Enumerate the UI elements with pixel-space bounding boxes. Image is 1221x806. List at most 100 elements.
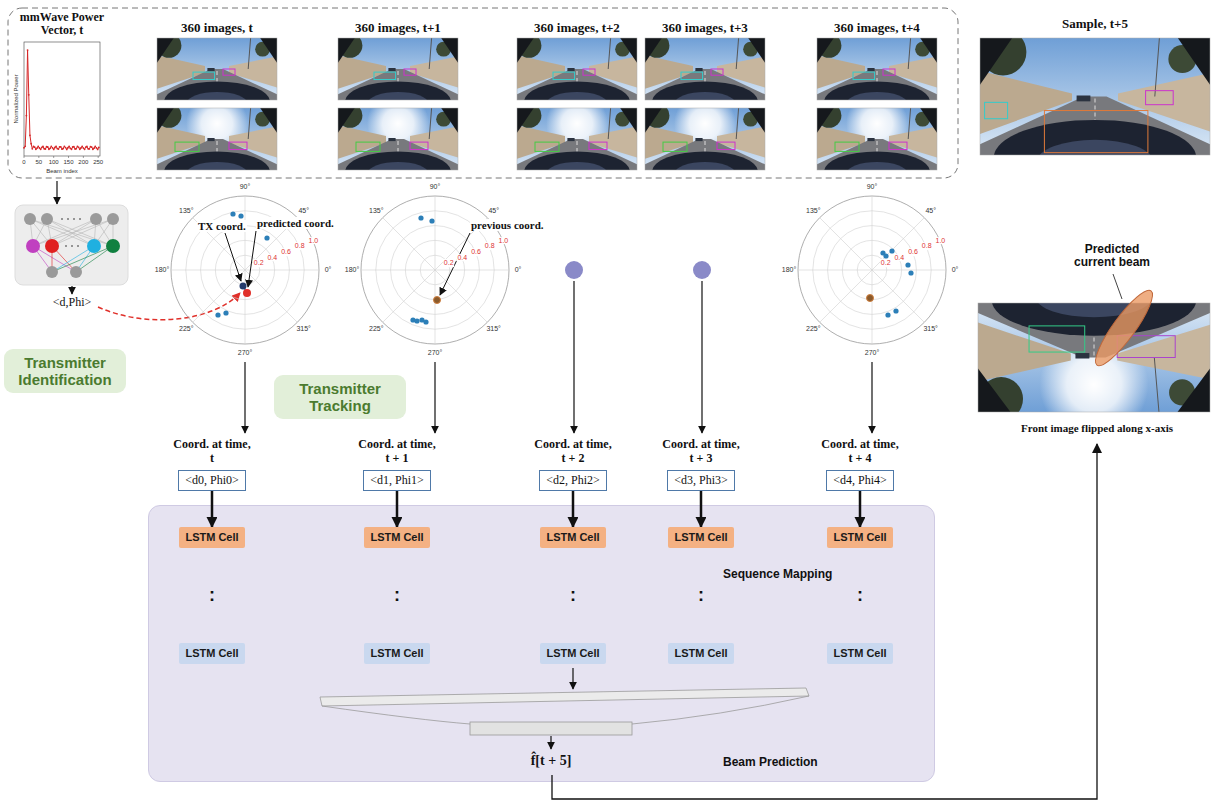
continuation-dots: : [570, 586, 576, 606]
car-hood [824, 151, 930, 170]
coordinate-box: Coord. at time, t + 2<d2, Phi2> [533, 438, 613, 491]
lens-vignette [920, 38, 937, 63]
radius-label: 0.8 [484, 243, 496, 251]
neuron [46, 266, 58, 278]
image-frame [517, 108, 637, 170]
coordinate-value: <d3, Phi3> [667, 470, 735, 491]
angle-label: 225° [369, 325, 383, 333]
power-sample [24, 145, 26, 147]
radius-label: 0.6 [470, 248, 482, 256]
image-caption: 360 images, t [181, 21, 253, 35]
angle-label: 270° [865, 349, 879, 357]
detection-box [356, 142, 380, 151]
power-sample [31, 148, 33, 150]
lstm-panel: Sequence MappingBeam PredictionLSTM Cell… [148, 505, 935, 782]
angle-label: 315° [486, 325, 500, 333]
image-frame [645, 38, 765, 100]
polar-grid-spoke [820, 270, 872, 322]
object-dot [893, 308, 898, 313]
continuation-dots: : [209, 586, 215, 606]
angle-label: 315° [296, 325, 310, 333]
hood-reflection [675, 162, 735, 170]
image-frame [817, 38, 937, 100]
power-sample [80, 147, 82, 149]
polar-grid-spoke [435, 270, 487, 322]
car-hood [164, 151, 270, 170]
power-sample [55, 145, 57, 147]
vehicle [207, 138, 214, 141]
layer-outline [632, 696, 809, 724]
radius-label: 0.4 [266, 254, 278, 262]
power-sample [97, 148, 99, 150]
axis-tick [38, 156, 39, 158]
angle-label: 90° [240, 183, 251, 191]
coordinate-value: <d4, Phi4> [826, 470, 894, 491]
angle-label: 0° [952, 266, 959, 274]
street-photo [978, 303, 1210, 412]
previous-dot [434, 297, 441, 304]
detection-box [883, 69, 895, 75]
hood-reflection [187, 162, 247, 170]
power-sample [81, 145, 83, 147]
vehicle [207, 68, 214, 71]
layer-outline [322, 706, 470, 724]
ellipsis-dot [77, 245, 79, 247]
lens-vignette [517, 108, 534, 133]
dense-layers [320, 668, 809, 749]
polar-grid-spoke [820, 218, 872, 270]
coordinate-heading: Coord. at time, t + 4 [820, 438, 900, 466]
detection-box [853, 72, 875, 79]
polar-grid-spoke [245, 196, 246, 270]
polar-grid-spoke [435, 270, 509, 271]
angle-label: 270° [238, 349, 252, 357]
ellipsis-dot [61, 218, 63, 220]
street-photo [980, 38, 1210, 155]
vehicle [867, 68, 874, 71]
step-label-box: Transmitter Tracking [274, 375, 406, 420]
cell-label: LSTM Cell [185, 647, 238, 660]
neuron [90, 213, 102, 225]
vehicle [388, 68, 395, 71]
power-sample [86, 146, 88, 148]
prediction-output: f̂[t + 5] [531, 753, 572, 768]
lstm-cell: LSTM Cell [827, 527, 892, 548]
vehicle [695, 138, 702, 141]
car-hood [652, 81, 758, 100]
hood-reflection [675, 92, 735, 100]
detection-box [223, 69, 235, 75]
radius-label: 1.0 [497, 237, 509, 245]
radius-label: 0.6 [280, 248, 292, 256]
object-dot [883, 253, 888, 258]
car-hood [524, 81, 630, 100]
axis-tick [98, 156, 99, 158]
vehicle [695, 68, 702, 71]
lens-vignette [620, 108, 637, 133]
car-hood [824, 81, 930, 100]
power-sample [66, 148, 68, 150]
detection-box [404, 69, 416, 75]
detection-box [1146, 91, 1174, 105]
plot-frame [24, 42, 100, 156]
lstm-cell: LSTM Cell [540, 527, 605, 548]
utility-pole [736, 38, 738, 69]
polar-grid-spoke [193, 270, 245, 322]
lstm-cell: LSTM Cell [364, 527, 429, 548]
street-photo [338, 108, 458, 170]
power-sample [79, 148, 81, 150]
radius-label: 0.6 [907, 248, 919, 256]
street-photo [817, 38, 937, 100]
image-frame [157, 38, 277, 100]
lens-vignette [645, 108, 662, 133]
car-hood [164, 81, 270, 100]
cell-label: LSTM Cell [546, 647, 599, 660]
street-photo [157, 38, 277, 100]
image-caption: 360 images, t+1 [355, 21, 441, 35]
coordinate-value: <d1, Phi1> [363, 470, 431, 491]
cell-label: LSTM Cell [674, 647, 727, 660]
flow-arrow [572, 668, 573, 689]
neuron [107, 213, 119, 225]
detection-box [193, 72, 215, 79]
neuron [26, 239, 40, 253]
lens-vignette [338, 38, 355, 63]
